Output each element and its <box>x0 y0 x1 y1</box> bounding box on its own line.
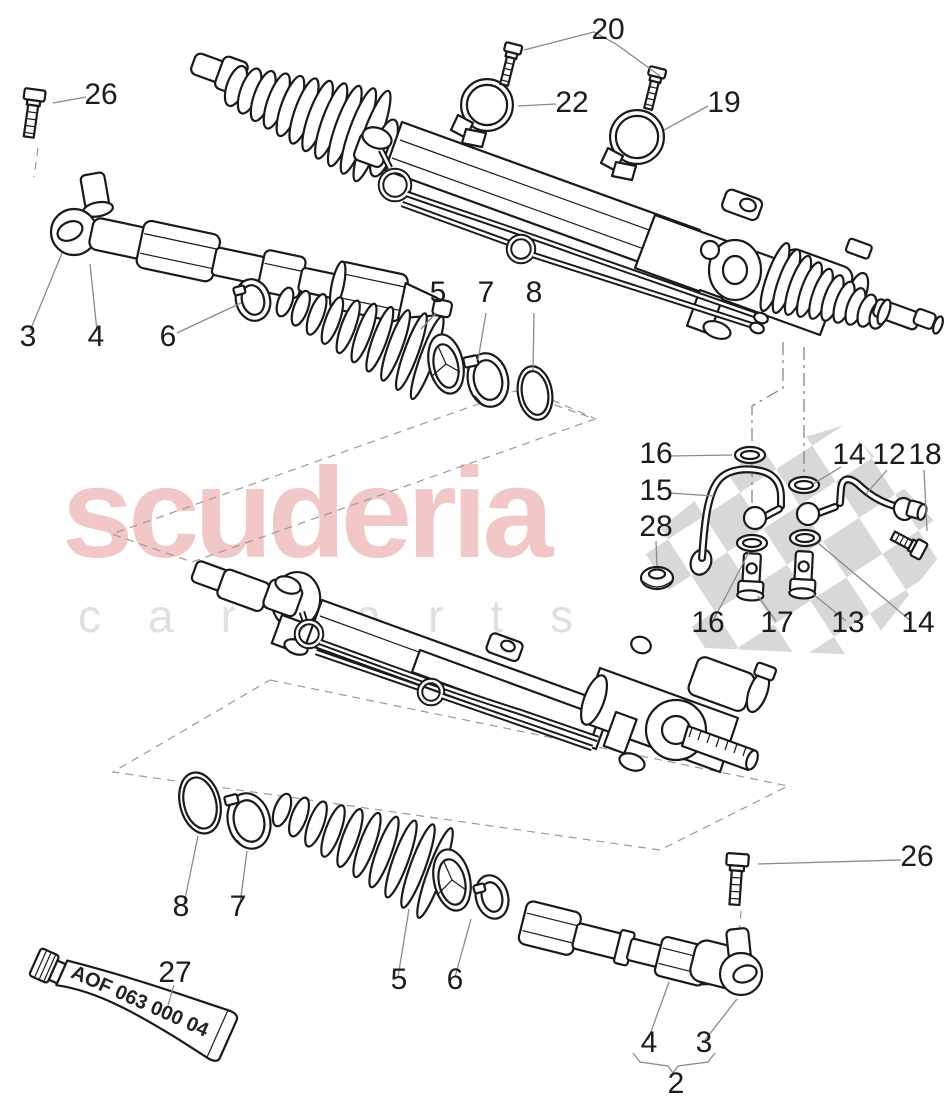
boot-clamp-6-bottom <box>472 874 510 920</box>
mounting-clamp-22 <box>449 78 514 149</box>
steering-rack-assembly-bottom <box>190 560 778 774</box>
rack-boot-right <box>759 241 889 330</box>
boot-clamp-7-top <box>462 352 510 408</box>
callout-20: 20 <box>591 13 624 46</box>
banjo-bolt-17 <box>736 552 765 602</box>
tie-rod-bottom <box>517 852 764 997</box>
bolt-26-bottom <box>725 852 750 907</box>
callout-3-top: 3 <box>20 320 37 353</box>
callout-19: 19 <box>707 86 740 119</box>
callout-6-top: 6 <box>160 320 177 353</box>
clamp-bolt-20b <box>643 65 668 111</box>
callout-18: 18 <box>908 438 941 471</box>
callout-16a: 16 <box>639 437 672 470</box>
bracket-2-brace <box>632 1052 716 1075</box>
callout-7-bottom: 7 <box>230 890 247 923</box>
callout-27: 27 <box>158 956 191 989</box>
boot-5-top <box>275 286 465 401</box>
callout-5-top: 5 <box>430 276 447 309</box>
boot-clamp-7-bottom <box>223 792 272 850</box>
mounting-clamp-19 <box>599 109 665 182</box>
callout-4-top: 4 <box>88 320 105 353</box>
callout-16b: 16 <box>691 606 724 639</box>
callout-17: 17 <box>760 606 793 639</box>
boot-5-bottom <box>271 792 472 919</box>
callouts: 20 22 19 26 3 4 6 5 7 8 16 15 28 14 12 1… <box>20 13 942 1100</box>
ball-stud <box>79 171 114 218</box>
o-ring-8-top <box>516 365 554 421</box>
callout-13: 13 <box>831 606 864 639</box>
callout-8-top: 8 <box>526 276 543 309</box>
callout-15: 15 <box>639 474 672 507</box>
callout-5-bottom: 5 <box>391 963 408 996</box>
leader-lines <box>29 31 928 1075</box>
grease-tube-27: AOF 063 000 04 <box>28 947 239 1062</box>
pinion-housing-bottom <box>579 635 778 774</box>
callout-14a: 14 <box>832 438 865 471</box>
callout-8-bottom: 8 <box>173 890 190 923</box>
callout-26-top: 26 <box>84 78 117 111</box>
hydraulic-pipes-group <box>639 445 929 602</box>
callout-14b: 14 <box>901 606 934 639</box>
callout-3-bottom: 3 <box>696 1026 713 1059</box>
steering-rack-assembly-top <box>190 52 944 341</box>
bolt-18 <box>889 530 929 561</box>
callout-4-bottom: 4 <box>641 1026 658 1059</box>
callout-6-bottom: 6 <box>447 963 464 996</box>
bolt-26-top <box>22 87 47 139</box>
callout-22: 22 <box>555 86 588 119</box>
clamp-bolt-20a <box>499 41 524 87</box>
callout-7-top: 7 <box>478 276 495 309</box>
o-ring-8-bottom <box>178 771 222 835</box>
callout-2: 2 <box>668 1067 685 1100</box>
boot-clamp-6-top <box>232 278 272 322</box>
grommet-28 <box>639 565 675 591</box>
callout-12: 12 <box>872 438 905 471</box>
tie-rod-top <box>22 87 454 323</box>
callout-26-bottom: 26 <box>900 840 933 873</box>
rack-pipes-top <box>377 148 769 335</box>
callout-28: 28 <box>639 510 672 543</box>
watermark-brand-text: scuderia <box>62 442 554 585</box>
banjo-bolt-13 <box>788 550 817 600</box>
